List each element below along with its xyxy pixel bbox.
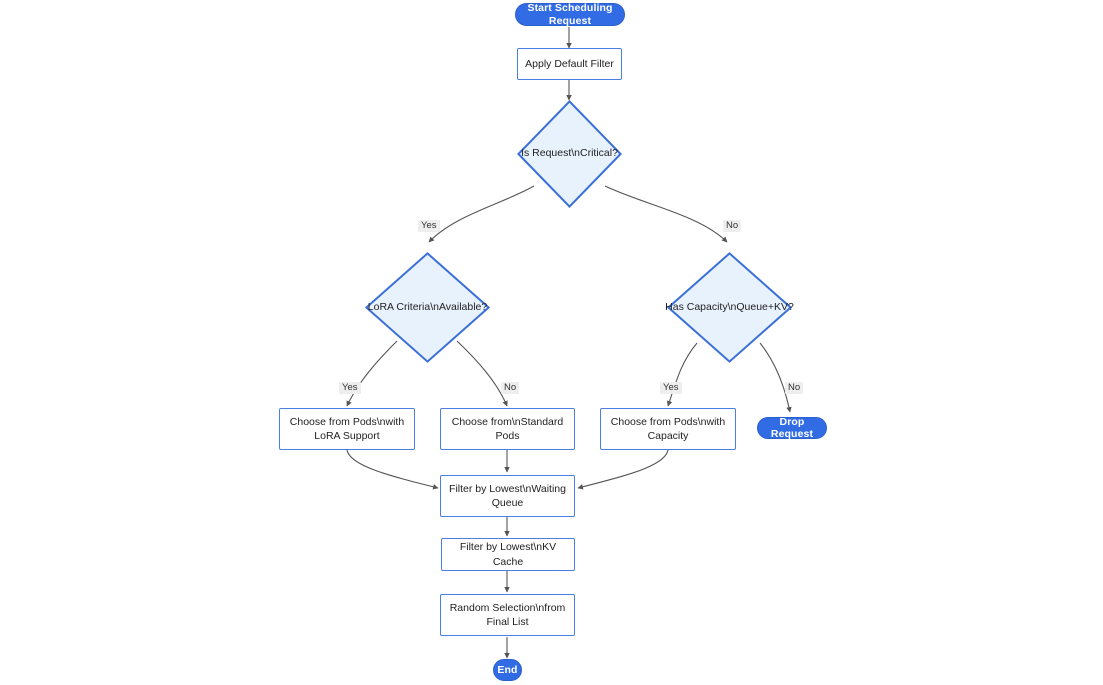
node-drop-request[interactable]: Drop Request	[757, 416, 827, 440]
node-has-capacity[interactable]: Has Capacity\nQueue+KV?	[665, 252, 794, 363]
node-start[interactable]: Start Scheduling Request	[515, 2, 625, 27]
node-label-line1: Filter by Lowest\nWaiting	[449, 482, 566, 495]
edge-label-capacity-yes: Yes	[660, 382, 682, 395]
node-choose-standard-pods[interactable]: Choose from\nStandard Pods	[440, 408, 575, 450]
edge-critical-no	[604, 185, 728, 243]
node-choose-lora-pods[interactable]: Choose from Pods\nwith LoRA Support	[279, 408, 415, 450]
node-filter-waiting-queue[interactable]: Filter by Lowest\nWaiting Queue	[440, 475, 575, 517]
node-label-line1: Choose from Pods\nwith	[289, 415, 405, 428]
edge-label-critical-yes: Yes	[418, 220, 440, 233]
edge-label-lora-yes: Yes	[339, 382, 361, 395]
node-filter-kv-cache[interactable]: Filter by Lowest\nKV Cache	[441, 538, 575, 571]
node-random-selection[interactable]: Random Selection\nfrom Final List	[440, 594, 575, 636]
node-choose-capacity-pods[interactable]: Choose from Pods\nwith Capacity	[600, 408, 736, 450]
edge-label-critical-no: No	[723, 220, 742, 233]
node-label-line1: Random Selection\nfrom	[449, 601, 566, 614]
node-is-request-critical[interactable]: Is Request\nCritical?	[517, 100, 622, 208]
node-apply-default-filter[interactable]: Apply Default Filter	[517, 48, 622, 80]
node-end[interactable]: End	[493, 659, 522, 681]
diamond-shape-icon	[667, 252, 792, 363]
edge-capacity-pods-to-waiting	[577, 449, 669, 490]
node-label-line2: LoRA Support	[314, 430, 380, 442]
edge-label-capacity-no: No	[785, 382, 804, 395]
node-label: Is Request\nCritical?	[521, 147, 618, 160]
edge-lora-pods-to-waiting	[346, 449, 439, 490]
node-label: LoRA Criteria\nAvailable?	[367, 300, 488, 313]
node-label-line1: Choose from\nStandard	[451, 415, 564, 428]
edge-label-lora-no: No	[501, 382, 520, 395]
diamond-shape-icon	[365, 252, 490, 363]
node-label: Has Capacity\nQueue+KV?	[665, 300, 794, 313]
node-label-line1: Choose from Pods\nwith	[610, 415, 726, 428]
node-label-line2: Pods	[495, 430, 520, 442]
node-label-line2: Queue	[491, 497, 524, 509]
diamond-shape-icon	[517, 100, 622, 208]
node-lora-criteria-available[interactable]: LoRA Criteria\nAvailable?	[365, 252, 490, 363]
node-label-line2: Final List	[486, 616, 529, 628]
node-label-line2: Capacity	[647, 430, 689, 442]
